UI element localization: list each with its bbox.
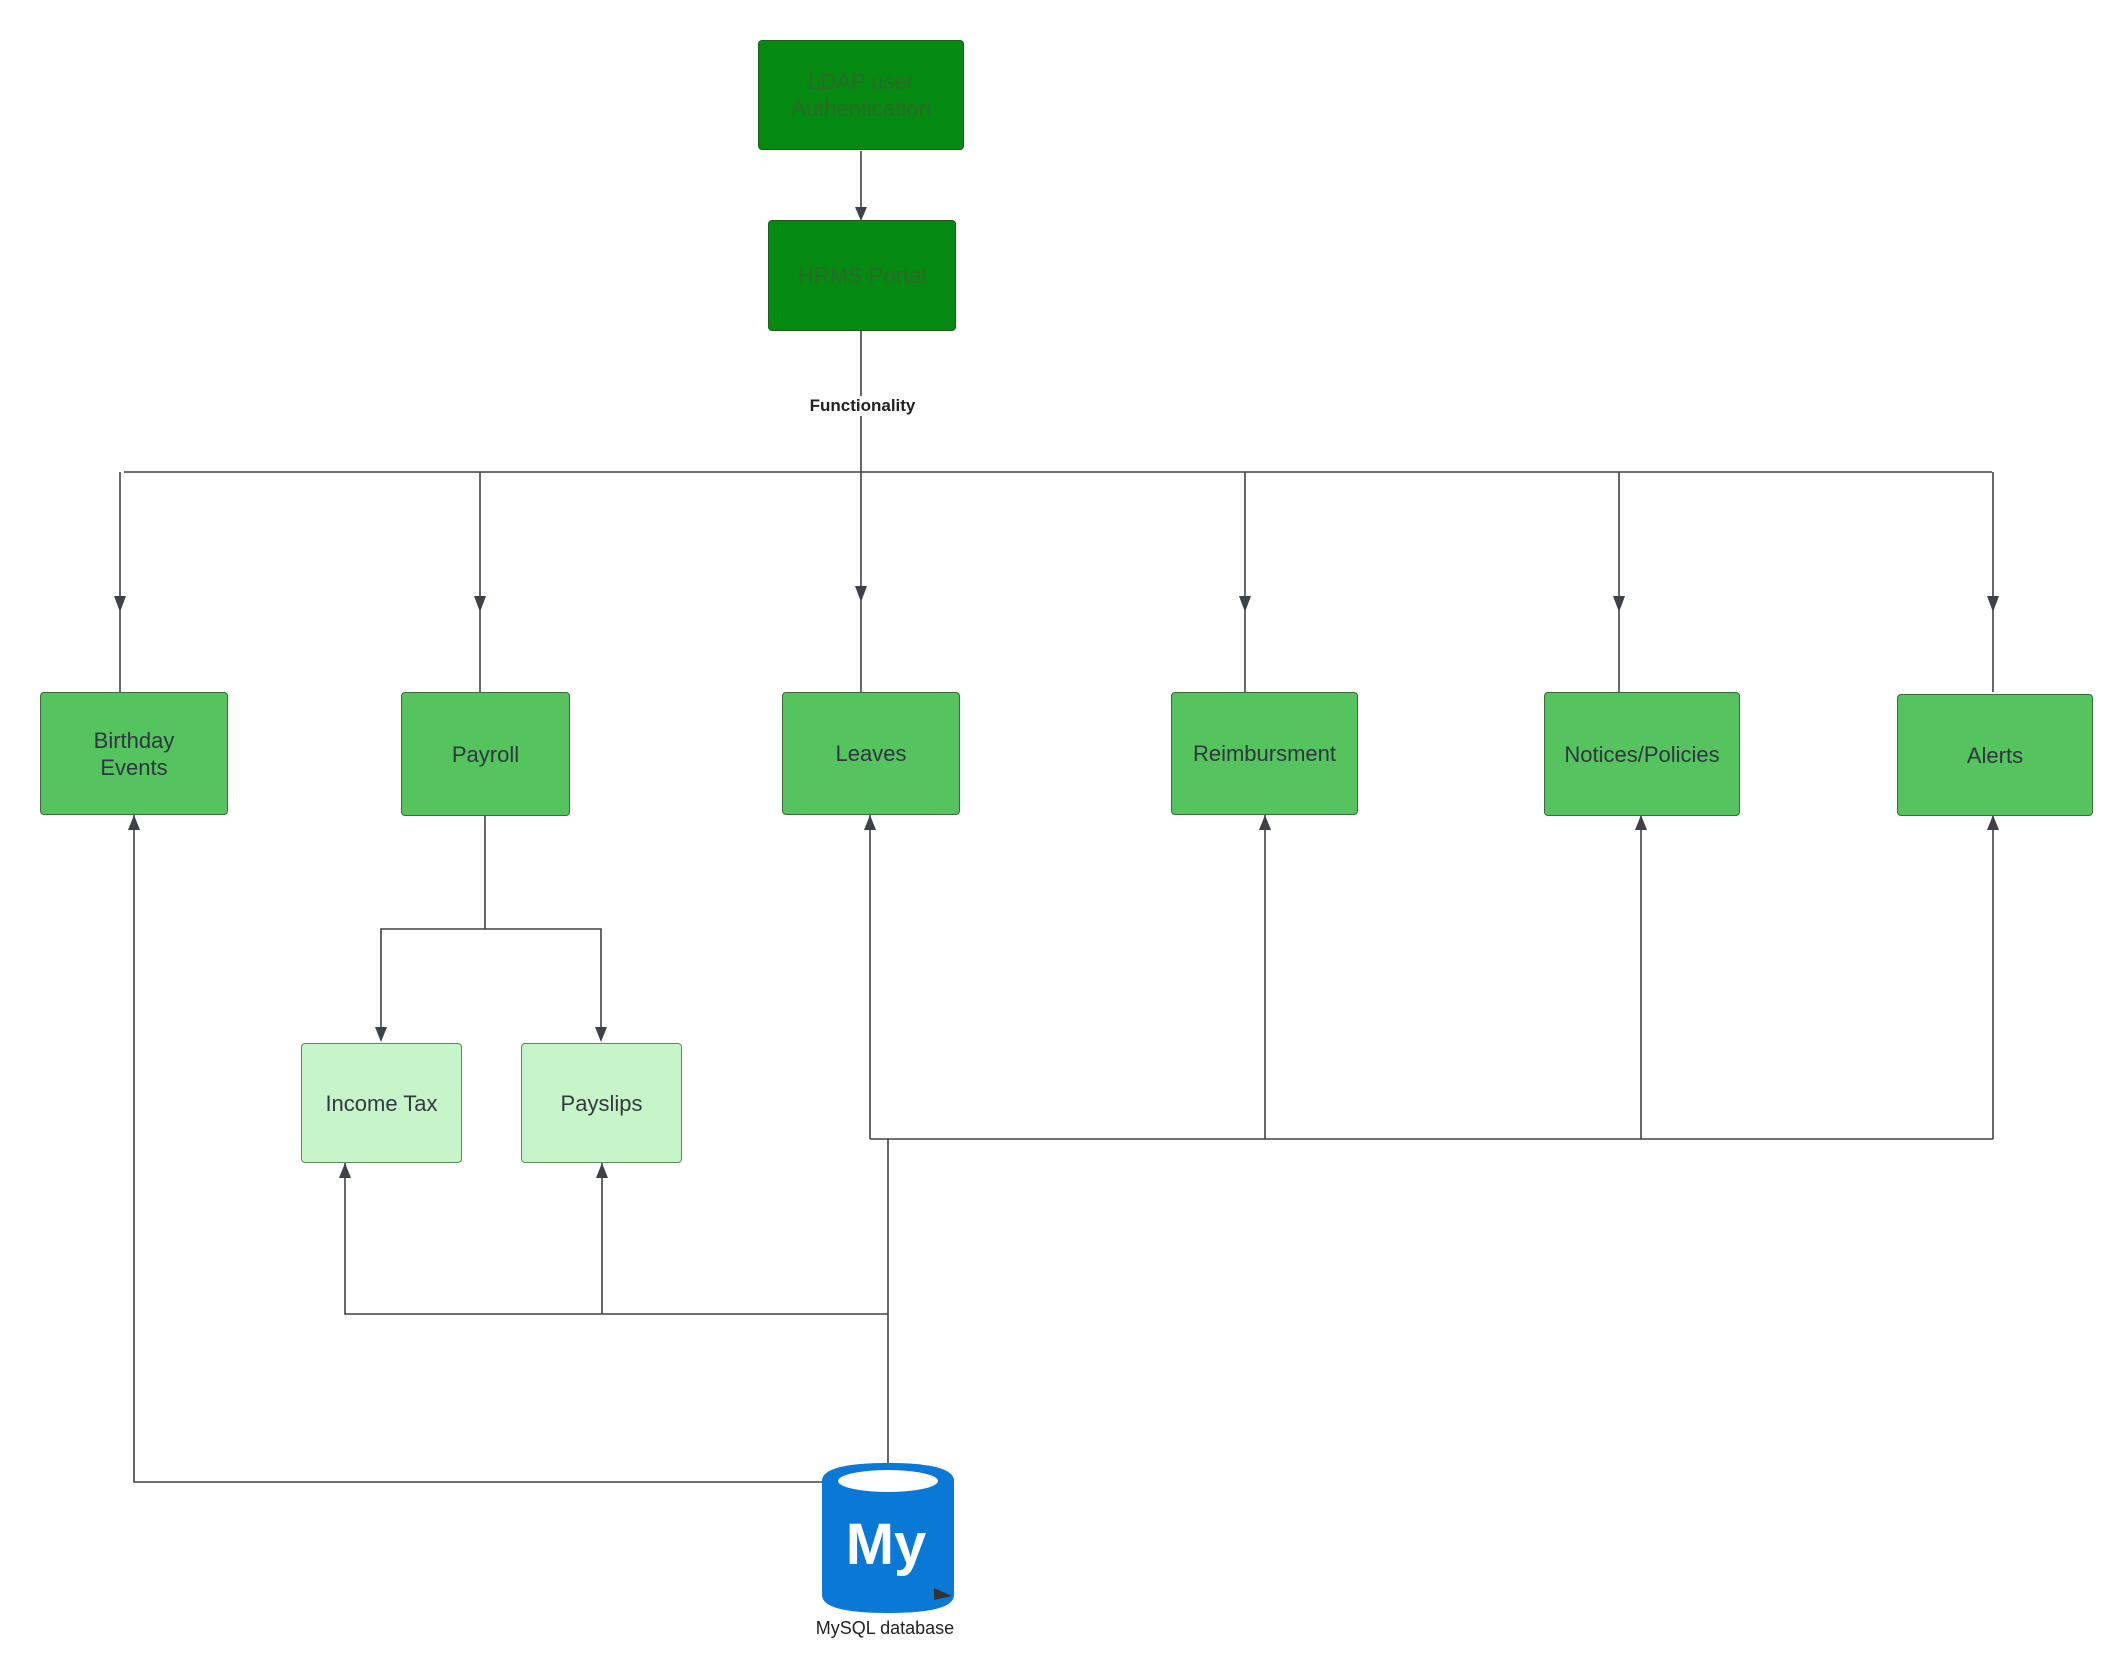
arrowhead	[1987, 596, 1999, 612]
notices-policies-node[interactable]: Notices/Policies	[1544, 692, 1740, 816]
alerts-node[interactable]: Alerts	[1897, 694, 2093, 816]
arrowhead	[1987, 815, 1999, 830]
ldap-node-label: LDAP user Authentication	[791, 69, 931, 121]
notices-node-label: Notices/Policies	[1564, 741, 1720, 767]
arrowhead	[128, 815, 140, 830]
payslips-node-label: Payslips	[560, 1090, 643, 1116]
arrowhead	[114, 596, 126, 612]
reimbursment-node[interactable]: Reimbursment	[1171, 692, 1358, 815]
leaves-node[interactable]: Leaves	[782, 692, 960, 815]
functionality-edge-label: Functionality	[750, 396, 975, 416]
hrms-node-label: HRMS Portal	[797, 263, 927, 288]
arrowhead	[375, 1027, 387, 1042]
arrowhead	[1613, 596, 1625, 612]
arrowhead	[855, 586, 867, 602]
reimbursment-node-label: Reimbursment	[1192, 741, 1337, 766]
arrowhead	[596, 1163, 608, 1178]
edge-payroll-split	[380, 815, 602, 1040]
arrowhead	[855, 207, 867, 221]
arrowhead	[339, 1163, 351, 1178]
birthday-events-node[interactable]: Birthday Events	[40, 692, 228, 815]
income-tax-node[interactable]: Income Tax	[301, 1043, 462, 1163]
payslips-node[interactable]: Payslips	[521, 1043, 682, 1163]
arrowhead	[864, 815, 876, 830]
hrms-portal-node[interactable]: HRMS Portal	[768, 220, 956, 331]
arrowhead	[1259, 815, 1271, 830]
connectors	[114, 151, 1999, 1483]
income-tax-node-label: Income Tax	[325, 1090, 438, 1116]
alerts-node-label: Alerts	[1966, 742, 2024, 768]
arrowhead	[1635, 815, 1647, 830]
ldap-authentication-node[interactable]: LDAP user Authentication	[758, 40, 964, 150]
payroll-node-label: Payroll	[451, 741, 520, 767]
mysql-database-label: MySQL database	[815, 1618, 955, 1638]
leaves-node-label: Leaves	[835, 741, 907, 766]
edge-db-birthday	[133, 815, 828, 1483]
mysql-database-icon: My	[822, 1463, 954, 1613]
payroll-node[interactable]: Payroll	[401, 692, 570, 816]
birthday-node-label: Birthday Events	[93, 727, 175, 780]
mysql-logo-text: My	[846, 1512, 927, 1577]
arrowhead	[474, 596, 486, 612]
edge-db-subnodes	[344, 1163, 888, 1315]
arrowhead	[1239, 596, 1251, 612]
arrowhead	[595, 1027, 607, 1042]
